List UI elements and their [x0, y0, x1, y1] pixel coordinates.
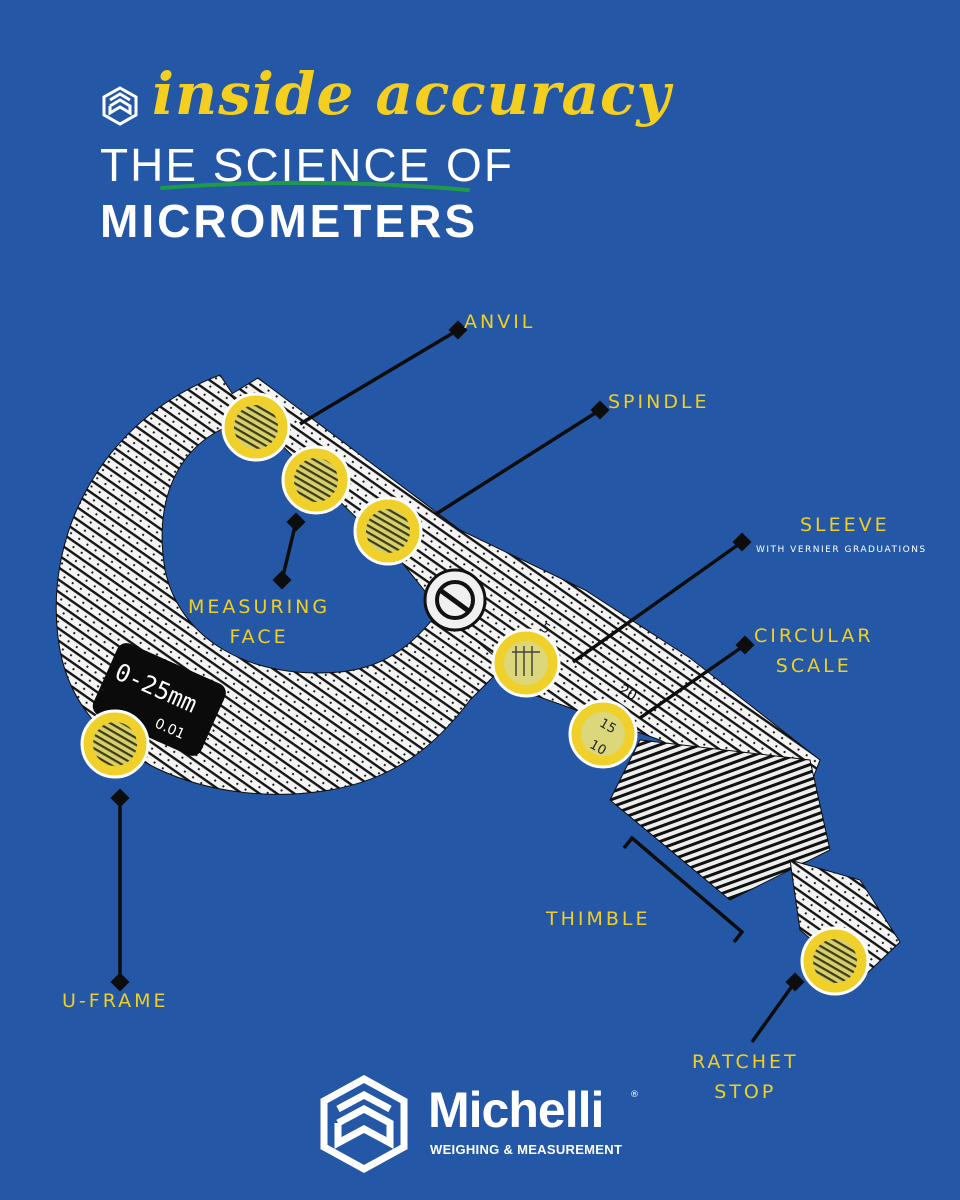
script-title: inside accuracy — [152, 60, 672, 128]
thimble-bracket — [622, 835, 745, 944]
michelli-logo-icon — [102, 86, 138, 126]
callout-spindle — [353, 496, 423, 566]
ratchet-stop-leader-line — [750, 980, 797, 1044]
spindle-leader-line — [435, 408, 601, 516]
label-thimble: THIMBLE — [546, 908, 651, 930]
callout-measuring-face — [281, 445, 351, 515]
brand-registered-mark: ® — [630, 1090, 639, 1100]
label-sleeve: SLEEVE — [800, 514, 890, 536]
callout-anvil — [221, 392, 291, 462]
leader-lines — [110, 320, 805, 1044]
anvil-leader-line — [299, 328, 459, 426]
label-ratchet-stop-line1: RATCHET — [692, 1051, 799, 1073]
thimble-scale-number-10: 10 — [587, 737, 609, 758]
callout-u-frame — [80, 709, 150, 779]
measuring-face-leader-line — [280, 521, 298, 581]
label-circular-scale: CIRCULAR SCALE — [754, 621, 874, 681]
title-underline — [160, 180, 470, 192]
label-measuring-face-line1: MEASURING — [188, 596, 331, 618]
brand-tagline: WEIGHING & MEASUREMENT — [430, 1142, 623, 1157]
circular-scale-leader-line — [639, 643, 746, 720]
callout-ratchet-stop — [800, 926, 870, 996]
label-measuring-face-line2: FACE — [229, 626, 289, 648]
label-circular-scale-line1: CIRCULAR — [754, 625, 874, 647]
sleeve-leader-line — [571, 540, 744, 664]
thimble-scale-number-15: 15 — [597, 716, 619, 737]
callout-sleeve — [491, 628, 561, 698]
label-ratchet-stop: RATCHET STOP — [692, 1047, 799, 1107]
ratchet-stop-body — [789, 859, 901, 981]
lock-knob — [423, 568, 487, 632]
callout-circular-scale: 15 10 — [568, 699, 638, 769]
title-line-2: MICROMETERS — [100, 195, 478, 247]
label-ratchet-stop-line2: STOP — [714, 1081, 777, 1103]
label-measuring-face: MEASURING FACE — [188, 592, 330, 652]
label-sleeve-sub: WITH VERNIER GRADUATIONS — [756, 545, 927, 555]
thimble-body — [609, 739, 831, 901]
label-u-frame: U-FRAME — [62, 990, 169, 1012]
thimble-scale-number-20: 20 — [616, 682, 639, 705]
label-spindle: SPINDLE — [608, 391, 710, 413]
label-circular-scale-line2: SCALE — [775, 655, 852, 677]
label-anvil: ANVIL — [464, 311, 536, 333]
brand-name: Michelli — [428, 1082, 604, 1138]
michelli-brand-logo-icon — [320, 1075, 408, 1173]
